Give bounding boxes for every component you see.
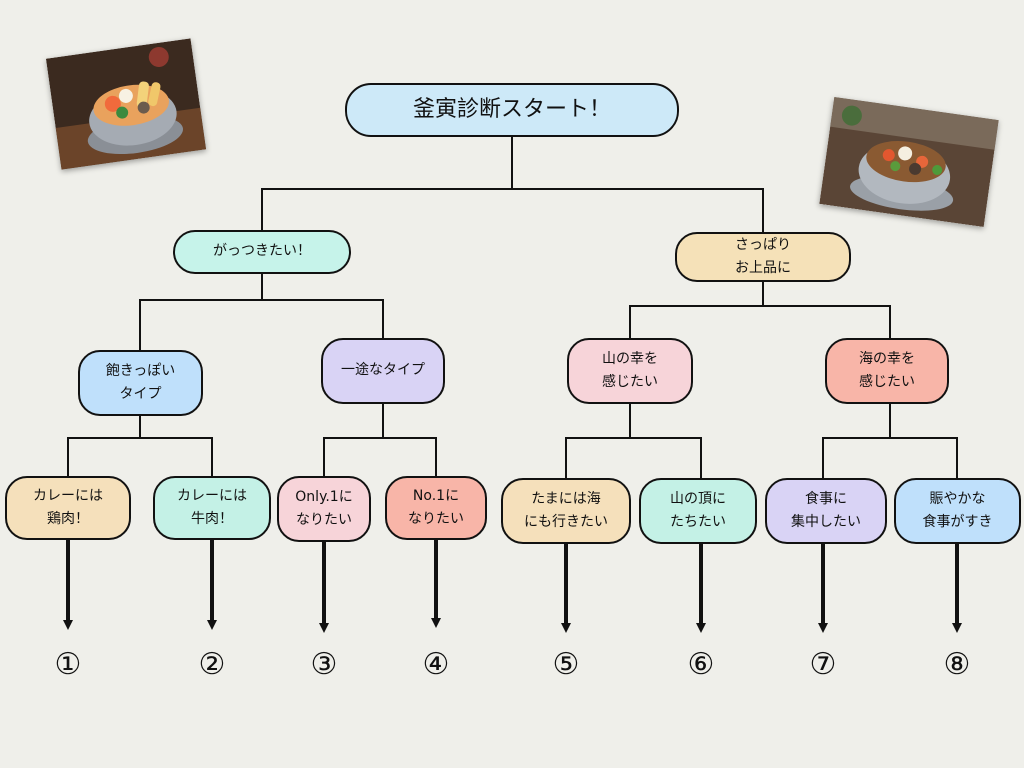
outcome-2: ② xyxy=(198,647,226,682)
food-photo-icon xyxy=(819,96,999,228)
outcome-6: ⑥ xyxy=(687,647,715,682)
mountain-node: 山の幸を 感じたい xyxy=(567,338,693,404)
connector-hearty xyxy=(139,273,384,350)
start-node: 釜寅診断スタート！ xyxy=(345,83,679,137)
connector-mountain xyxy=(565,404,702,478)
food-photo-icon xyxy=(45,38,207,170)
only1-node: Only.1に なりたい xyxy=(277,476,371,542)
outcome-1: ① xyxy=(54,647,82,682)
outcome-7: ⑦ xyxy=(809,647,837,682)
connector-refined xyxy=(629,281,891,338)
focus-meal-node: 食事に 集中したい xyxy=(765,478,887,544)
curry-beef-node: カレーには 牛肉！ xyxy=(153,476,271,540)
lively-meal-node: 賑やかな 食事がすき xyxy=(894,478,1021,544)
outcome-3: ③ xyxy=(310,647,338,682)
devoted-type-node: 一途なタイプ xyxy=(321,338,445,404)
curry-chicken-node: カレーには 鶏肉！ xyxy=(5,476,131,540)
connector-devoted xyxy=(323,404,437,476)
connector-fickle xyxy=(67,416,213,476)
kamameshi-seafood-photo xyxy=(45,38,207,170)
outcome-8: ⑧ xyxy=(943,647,971,682)
sea-sometimes-node: たまには海 にも行きたい xyxy=(501,478,631,544)
sea-node: 海の幸を 感じたい xyxy=(825,338,949,404)
fickle-type-node: 飽きっぽい タイプ xyxy=(78,350,203,416)
refined-node: さっぱり お上品に xyxy=(675,232,851,282)
summit-node: 山の頂に たちたい xyxy=(639,478,757,544)
connector-sea xyxy=(822,404,958,478)
outcome-5: ⑤ xyxy=(552,647,580,682)
no1-node: No.1に なりたい xyxy=(385,476,487,540)
outcome-4: ④ xyxy=(422,647,450,682)
kamameshi-meat-photo xyxy=(819,96,999,228)
hearty-node: がっつきたい！ xyxy=(173,230,351,274)
connector-root xyxy=(261,136,764,232)
